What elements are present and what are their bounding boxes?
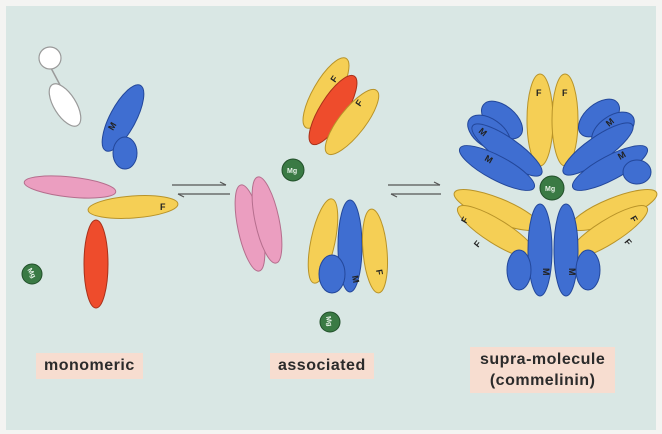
magnesium-ion: Mg (540, 176, 564, 200)
label-supra-line2: (commelinin) (480, 370, 605, 391)
label-supra-molecule: supra-molecule (commelinin) (470, 347, 615, 393)
label-monomeric: monomeric (36, 353, 143, 379)
label-associated: associated (270, 353, 374, 379)
red-subunit (84, 220, 108, 308)
magnesium-ion: Mg (320, 312, 340, 332)
mg-letter: Mg (287, 168, 297, 175)
metal-letter: M (567, 268, 577, 276)
metal-letter: M (541, 268, 551, 276)
magnesium-ion: Mg (22, 264, 42, 284)
flavone-letter: F (160, 202, 166, 212)
flavone-letter: F (536, 88, 542, 98)
mg-letter: Mg (545, 186, 555, 193)
label-supra-line1: supra-molecule (480, 349, 605, 370)
magnesium-ion: Mg (282, 159, 304, 181)
flavone-letter: F (562, 88, 568, 98)
